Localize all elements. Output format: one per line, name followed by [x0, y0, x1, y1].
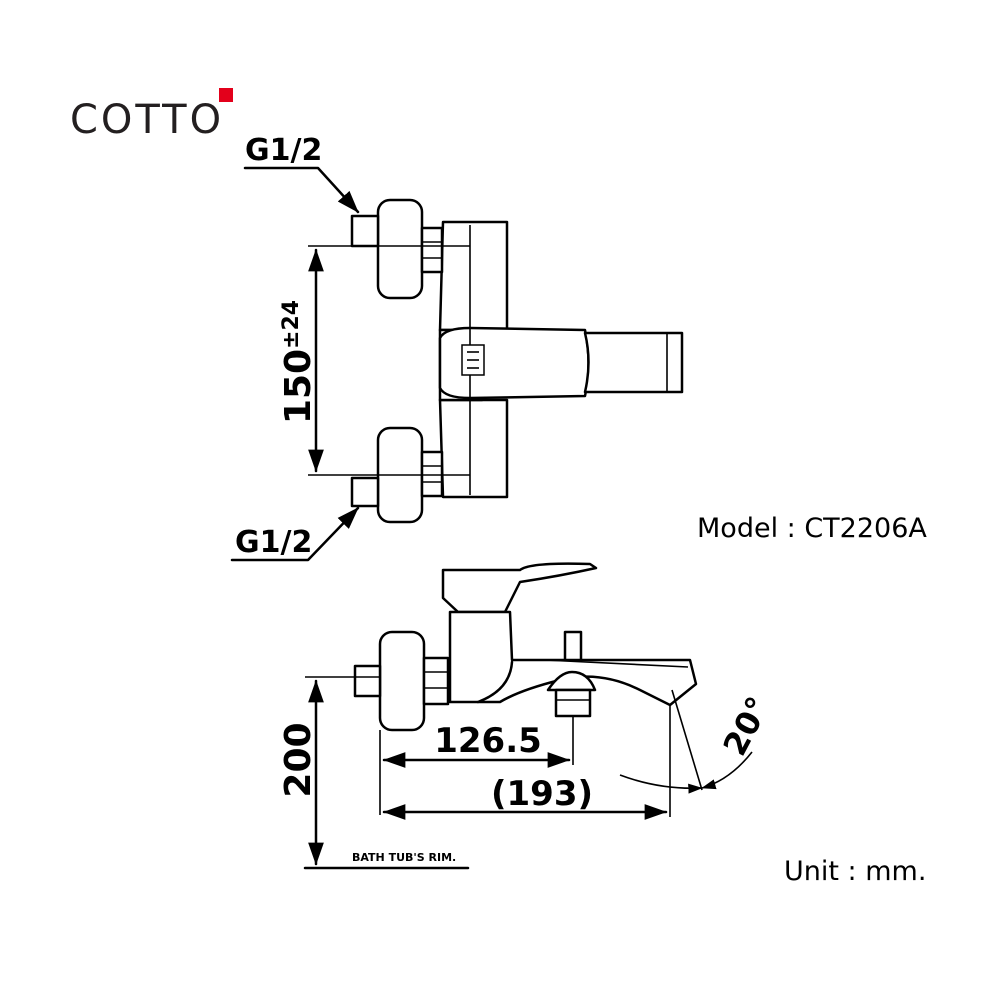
rim-label: BATH TUB'S RIM.	[352, 851, 456, 864]
diverter-knob	[563, 630, 583, 662]
mixer-body-top	[438, 220, 509, 332]
inlet-nut-top	[350, 214, 380, 248]
eccentric-flange-top	[376, 198, 424, 300]
mixer-body-bottom	[438, 398, 509, 499]
thread-leader-top	[243, 166, 360, 214]
eccentric-flange-side	[378, 630, 426, 732]
outlet-dimension-value: 126.5	[434, 721, 542, 761]
model-label: Model : CT2206A	[697, 513, 927, 544]
hex-nut-top	[420, 226, 444, 274]
spacing-value: 150±24	[278, 300, 319, 424]
angle-value: 20°	[716, 690, 778, 761]
top-view: 150±24 G1/2 G1/2	[230, 133, 684, 562]
inlet-nut-bottom	[350, 476, 380, 508]
shower-outlet	[554, 688, 592, 718]
unit-label: Unit : mm.	[784, 856, 926, 887]
hex-nut-bottom	[420, 450, 444, 498]
spout-top	[583, 331, 684, 394]
logo-text: COTTO	[70, 97, 224, 143]
hex-nut-side	[422, 656, 450, 706]
projection-dimension-value: (193)	[491, 774, 593, 814]
thread-label-bottom: G1/2	[235, 525, 312, 560]
cotto-logo: COTTO	[70, 88, 233, 143]
height-value: 200	[278, 722, 319, 797]
side-view: 200 BATH TUB'S RIM. 126.5 (193) 20°	[278, 562, 778, 870]
inlet-nut-side	[353, 664, 382, 698]
thread-label-top: G1/2	[245, 133, 322, 168]
lever-side	[441, 562, 598, 614]
logo-red-square	[219, 88, 233, 102]
thread-leader-bottom	[230, 506, 360, 562]
